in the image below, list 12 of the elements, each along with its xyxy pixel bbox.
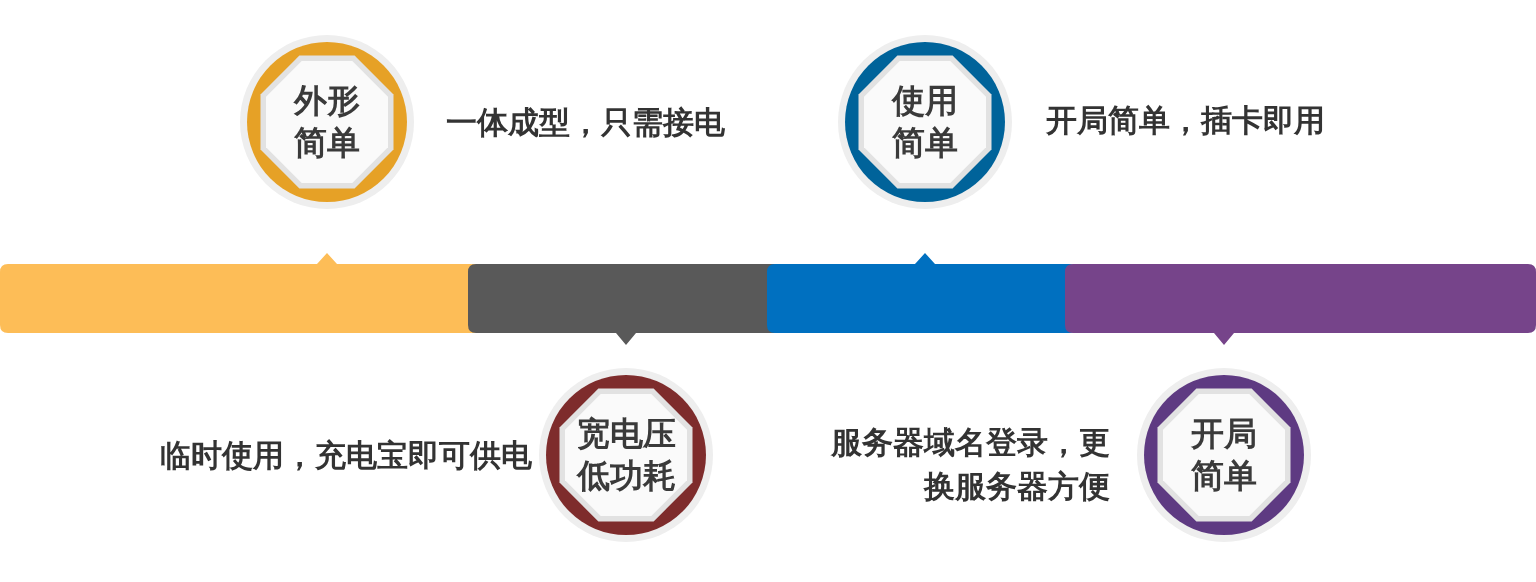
circle-badge [538,367,714,543]
circle-badge [837,34,1013,210]
circle-badge [1136,367,1312,543]
description-text: 一体成型，只需接电 [446,103,726,142]
badge-label: 宽电压低功耗 [575,413,677,497]
badge-label: 使用简单 [890,80,959,164]
badge-label: 开局简单 [1190,413,1258,497]
circle-badge [239,34,415,210]
description-text: 临时使用，充电宝即可供电 [159,436,532,475]
description-text: 服务器域名登录，更换服务器方便 [829,423,1110,506]
badge-label: 外形简单 [292,80,361,164]
description-text: 开局简单，插卡即用 [1046,101,1326,140]
